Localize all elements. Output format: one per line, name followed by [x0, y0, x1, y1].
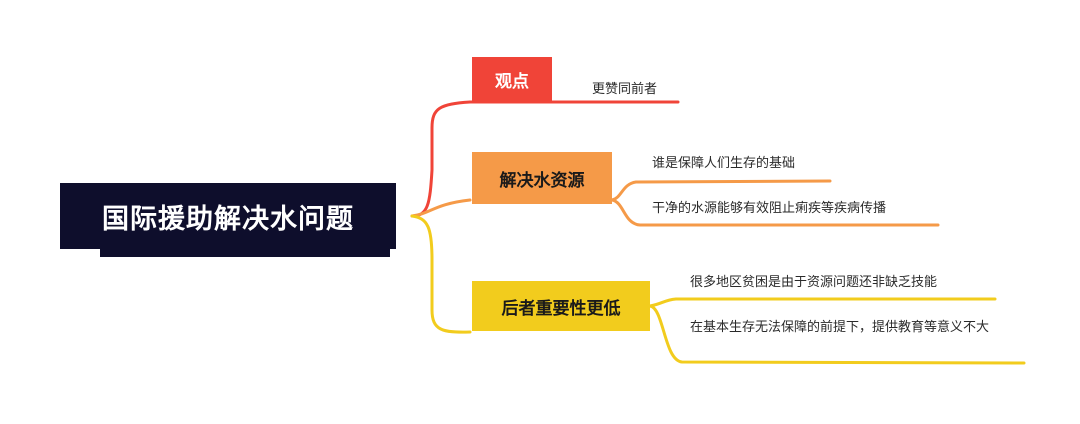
root-node-label: 国际援助解决水问题: [102, 203, 354, 235]
branch-node-latter-less-important[interactable]: 后者重要性更低: [472, 281, 650, 331]
connector-root-branch-1: [410, 198, 472, 218]
connector-root-branch-0: [410, 100, 472, 218]
leaf-node-label: 干净的水源能够有效阻止痢疾等疾病传播: [652, 201, 887, 216]
leaf-node[interactable]: 更赞同前者: [592, 80, 657, 99]
leaf-node[interactable]: 谁是保障人们生存的基础: [652, 154, 795, 173]
leaf-node-label: 更赞同前者: [592, 82, 658, 97]
leaf-node-label: 很多地区贫困是由于资源问题还非缺乏技能: [690, 275, 938, 290]
branch-node-solve-water[interactable]: 解决水资源: [472, 152, 612, 204]
connector-branch-1-leaf-0: [610, 179, 832, 202]
branch-node-label: 解决水资源: [499, 170, 585, 191]
connector-branch-2-leaf-0: [648, 297, 997, 308]
connector-branch-2-leaf-1: [648, 304, 1026, 365]
connector-branch-1-leaf-1: [610, 198, 940, 227]
branch-node-label: 后者重要性更低: [501, 298, 621, 319]
leaf-node[interactable]: 干净的水源能够有效阻止痢疾等疾病传播: [652, 199, 886, 218]
leaf-node[interactable]: 很多地区贫困是由于资源问题还非缺乏技能: [690, 273, 937, 292]
leaf-node[interactable]: 在基本生存无法保障的前提下，提供教育等意义不大: [690, 318, 1020, 337]
connector-root-branch-2: [410, 214, 472, 334]
leaf-node-label: 在基本生存无法保障的前提下，提供教育等意义不大: [690, 320, 990, 335]
root-node[interactable]: 国际援助解决水问题: [60, 183, 396, 257]
branch-node-label: 观点: [495, 71, 529, 92]
branch-node-opinion[interactable]: 观点: [472, 57, 552, 101]
leaf-node-label: 谁是保障人们生存的基础: [652, 156, 796, 171]
